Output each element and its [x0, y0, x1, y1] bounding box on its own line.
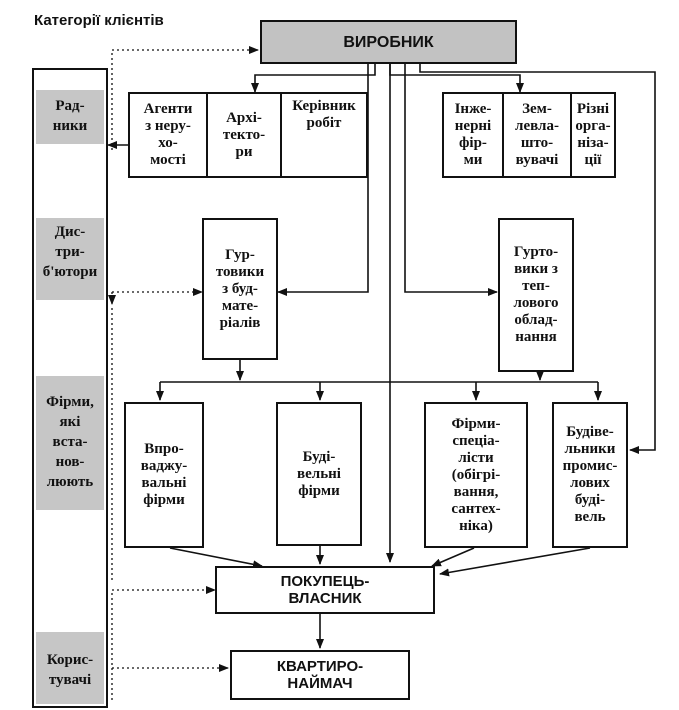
cell-engineering-firms: Інже- нерні фір- ми	[444, 94, 504, 176]
buyer-owner-box: ПОКУПЕЦЬ- ВЛАСНИК	[215, 566, 435, 614]
implementing-firms: Впро- ваджу- вальні фірми	[124, 402, 204, 548]
dotted-to-buyer	[111, 586, 216, 700]
construction-firms: Буді- вельні фірми	[276, 402, 362, 546]
category-distributors: Дис- три- б'ютори	[42, 224, 98, 280]
shade-users	[36, 632, 104, 704]
line-producer-to-advisers-left	[251, 63, 376, 93]
categories-title: Категорії клієнтів	[34, 12, 164, 29]
category-advisers: Рад- ники	[52, 98, 88, 134]
advisers-left-group: Агенти з неру- хо- мості Архі- текто- ри…	[128, 92, 368, 178]
line-producer-to-heating-wholesale	[404, 63, 498, 296]
cell-work-managers: Керівник робіт	[292, 98, 356, 131]
cell-real-estate-agents: Агенти з неру- хо- мості	[130, 94, 208, 176]
arrow-industrial-to-buyer	[439, 547, 591, 577]
category-installers: Фірми, які вста- нов- люють	[46, 394, 94, 490]
heating-equipment-wholesalers: Гурто- вики з теп- лового облад- нання	[498, 218, 574, 372]
arrow-implementers-to-buyer	[169, 547, 263, 569]
building-materials-wholesalers: Гур- товики з буд- мате- ріалів	[202, 218, 278, 360]
cell-architects: Архі- текто- ри	[208, 94, 282, 176]
shade-installers	[36, 376, 104, 510]
line-producer-to-industrial	[419, 63, 656, 454]
shade-advisers	[36, 90, 104, 144]
advisers-right-group: Інже- нерні фір- ми Зем- левла- што- вув…	[442, 92, 616, 178]
producer-label: ВИРОБНИК	[343, 33, 434, 51]
category-users: Корис- тувачі	[46, 652, 94, 688]
specialist-firms: Фірми- спеціа- лісти (обігрі- вання, сан…	[424, 402, 528, 548]
dotted-to-producer	[111, 46, 259, 150]
producer-box: ВИРОБНИК	[260, 20, 517, 64]
cell-surveyors: Зем- левла- што- вувачі	[504, 94, 572, 176]
cell-various-organizations: Різні орга- ніза- ції	[575, 101, 611, 168]
arrow-specialists-to-buyer	[431, 547, 475, 567]
industrial-builders: Будіве- льники промис- лових буді- вель	[552, 402, 628, 548]
line-producer-to-building-wholesale	[277, 63, 369, 296]
line-producer-to-advisers-right	[389, 63, 524, 93]
tenant-box: КВАРТИРО- НАЙМАЧ	[230, 650, 410, 700]
shade-distributors	[36, 218, 104, 300]
